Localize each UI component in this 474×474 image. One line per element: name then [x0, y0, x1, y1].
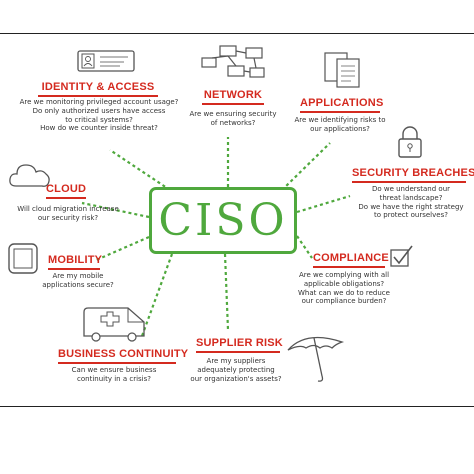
connector-security — [296, 194, 351, 214]
documents-icon — [324, 52, 360, 88]
business-continuity-questions: Can we ensure business continuity in a c… — [71, 366, 157, 383]
compliance-title: COMPLIANCE — [313, 251, 389, 268]
network-questions: Are we ensuring security of networks? — [189, 110, 277, 127]
connector-supplier — [223, 253, 230, 331]
mobility-title: MOBILITY — [48, 253, 102, 270]
ciso-box: CISO — [149, 187, 297, 254]
cloud-questions: Will cloud migration increase our securi… — [17, 205, 119, 222]
compliance-questions: Are we complying with all applicable obl… — [298, 271, 390, 306]
network-title: NETWORK — [202, 88, 264, 105]
checkbox-icon — [390, 245, 413, 267]
network-nodes-icon — [201, 45, 265, 78]
connector-mobility — [93, 235, 150, 263]
security-breaches-questions: Do we understand our threat landscape? D… — [358, 185, 464, 220]
cloud-title: CLOUD — [46, 182, 86, 199]
security-breaches-title: SECURITY BREACHES — [352, 166, 474, 183]
id-card-icon — [77, 50, 135, 72]
phone-icon — [8, 243, 38, 274]
supplier-risk-title: SUPPLIER RISK — [196, 336, 283, 353]
supplier-risk-questions: Are my suppliers adequately protecting o… — [190, 357, 282, 383]
connector-compliance — [296, 235, 313, 259]
ciso-label: CISO — [158, 194, 288, 246]
mobility-questions: Are my mobile applications secure? — [42, 272, 114, 289]
top-rule — [0, 33, 474, 34]
padlock-icon — [398, 126, 422, 158]
connector-applications — [281, 142, 331, 191]
ambulance-icon — [83, 307, 145, 342]
connector-identity — [109, 149, 171, 191]
bottom-rule — [0, 406, 474, 407]
connector-continuity — [140, 253, 174, 337]
business-continuity-title: BUSINESS CONTINUITY — [58, 347, 188, 364]
identity-access-title: IDENTITY & ACCESS — [38, 80, 158, 97]
applications-questions: Are we identifying risks to our applicat… — [294, 116, 386, 133]
identity-access-questions: Are we monitoring privileged account usa… — [19, 98, 179, 133]
applications-title: APPLICATIONS — [300, 96, 383, 113]
umbrella-icon — [287, 336, 345, 382]
